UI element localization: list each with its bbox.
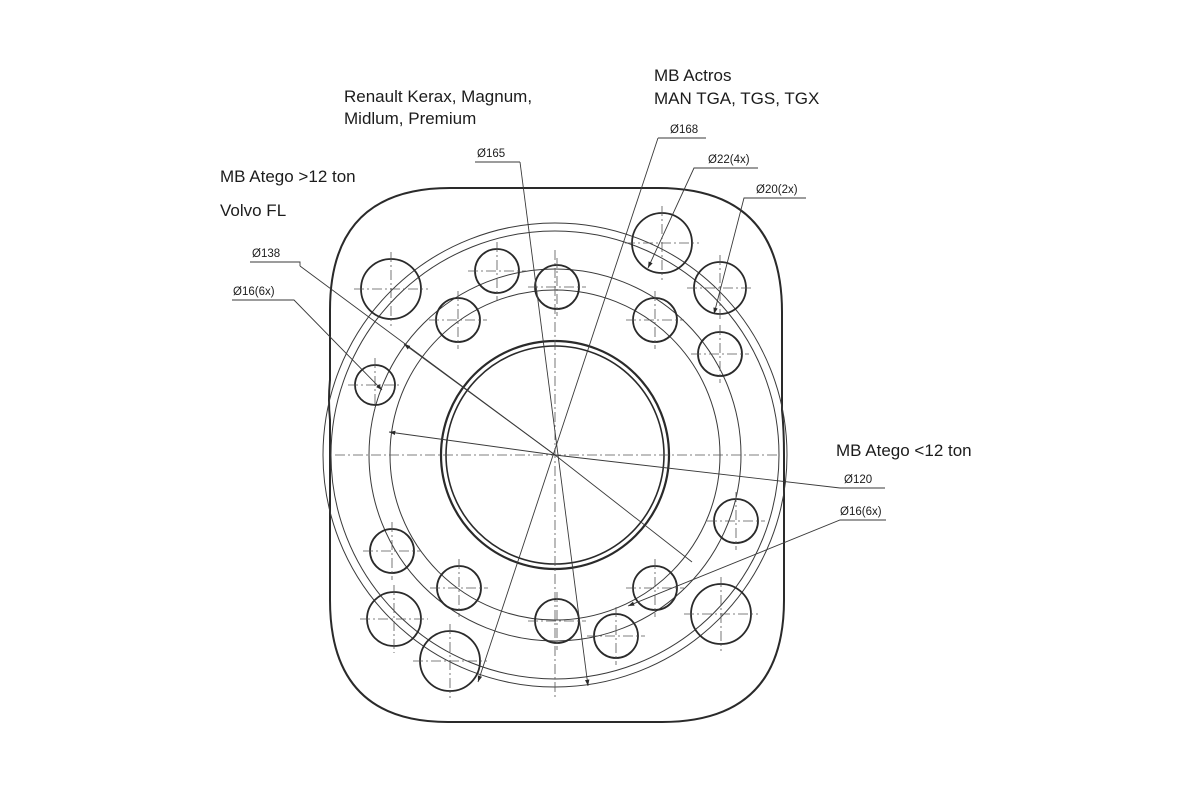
bolt-holes — [348, 206, 765, 698]
bolt-hole-medium — [626, 559, 684, 617]
bolt-hole-medium — [468, 242, 526, 300]
bolt-hole-medium — [687, 255, 753, 321]
dim-d16-left: Ø16(6x) — [233, 286, 275, 298]
bolt-hole-medium — [528, 258, 586, 316]
dim-d138: Ø138 — [252, 248, 280, 260]
label-volvo-fl: Volvo FL — [220, 201, 286, 220]
bolt-hole-large — [684, 577, 758, 651]
bolt-hole-small — [348, 358, 402, 412]
leader-d138 — [250, 261, 301, 266]
label-atego-gt12: MB Atego >12 ton — [220, 167, 356, 186]
dim-line-d120-right — [554, 454, 841, 489]
bolt-hole-large — [413, 624, 487, 698]
dim-line-diag-upper-left — [403, 343, 556, 456]
bolt-hole-medium — [691, 325, 749, 383]
leader-d16-left — [232, 299, 383, 391]
dim-line-d165 — [519, 161, 590, 687]
dim-d22: Ø22(4x) — [708, 154, 750, 166]
bolt-hole-medium — [430, 559, 488, 617]
bolt-hole-large — [360, 585, 428, 653]
bolt-hole-medium — [626, 291, 684, 349]
plate-outline — [328, 187, 785, 723]
label-man: MAN TGA, TGS, TGX — [654, 89, 819, 108]
leader-d22 — [647, 167, 758, 269]
dim-d120: Ø120 — [844, 474, 872, 486]
label-renault-line2: Midlum, Premium — [344, 109, 476, 128]
dim-d20: Ø20(2x) — [756, 184, 798, 196]
bolt-hole-medium — [587, 607, 645, 665]
bolt-hole-medium — [429, 291, 487, 349]
dim-d16-right: Ø16(6x) — [840, 506, 882, 518]
bolt-hole-large — [625, 206, 699, 280]
bolt-hole-large — [354, 252, 428, 326]
dim-d165: Ø165 — [477, 148, 505, 160]
leader-d16-right — [627, 519, 886, 607]
label-mb-actros: MB Actros — [654, 66, 731, 85]
bolt-hole-medium — [528, 592, 586, 650]
label-renault-line1: Renault Kerax, Magnum, — [344, 87, 532, 106]
dim-line-d16-right — [554, 454, 693, 563]
dim-line-d120-left — [388, 430, 556, 456]
bolt-hole-medium — [707, 492, 765, 550]
label-atego-lt12: MB Atego <12 ton — [836, 441, 972, 460]
bolt-hole-medium — [363, 522, 421, 580]
dim-d168: Ø168 — [670, 124, 698, 136]
leader-d20 — [713, 197, 806, 315]
dim-line-d168 — [477, 137, 659, 683]
